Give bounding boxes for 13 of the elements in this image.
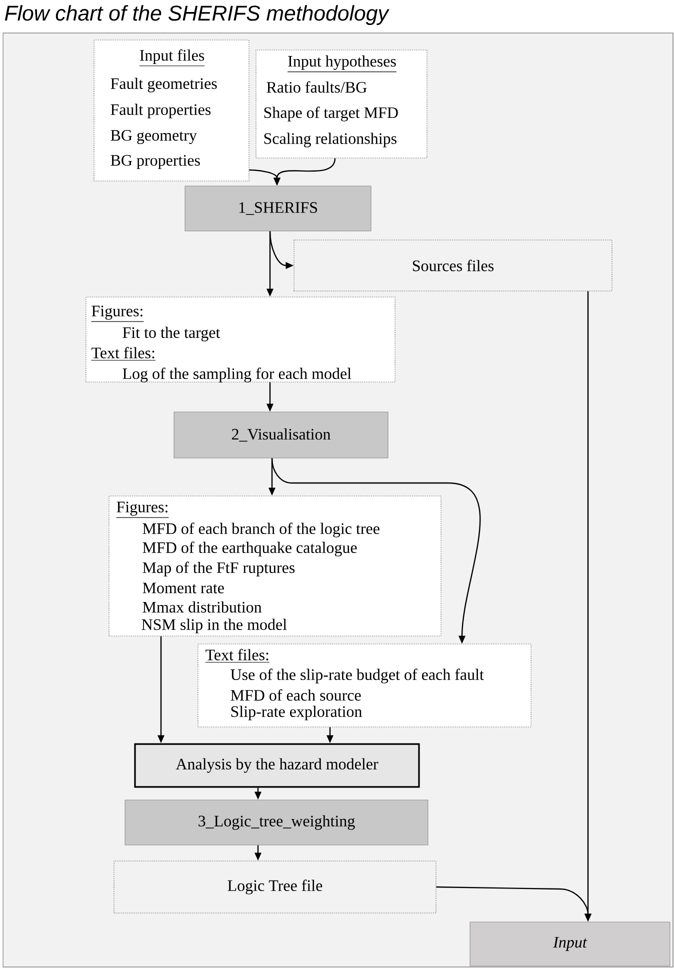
- input-box: Input files Fault geometries Fault properties BG geometry BG properties: [94, 40, 250, 182]
- process-box: 3_Logic_tree_weighting: [124, 800, 428, 846]
- output-box: Figures: MFD of each branch of the logic tree MFD of the earthquake catalogue Map of the FtF ruptures Moment rate Mmax distribution NSM slip in the model: [108, 496, 442, 636]
- process-box: 1_SHERIFS: [184, 186, 372, 232]
- process-box: Analysis by the hazard modeler: [134, 743, 420, 788]
- output-box: Sources files: [294, 240, 612, 292]
- process-box: 2_Visualisation: [174, 412, 388, 458]
- output-box: Text files: Use of the slip-rate budget of each fault MFD of each source Slip-rate exploration: [198, 644, 532, 728]
- output-box: Input: [470, 922, 670, 966]
- input-box: Input hypotheses Ratio faults/BG Shape of target MFD Scaling relationships: [256, 50, 428, 158]
- output-box: Logic Tree file: [114, 860, 436, 914]
- title: Flow chart of the SHERIFS methodology: [4, 5, 390, 25]
- output-box: Figures: Fit to the target Text files: Log of the sampling for each model: [86, 296, 396, 382]
